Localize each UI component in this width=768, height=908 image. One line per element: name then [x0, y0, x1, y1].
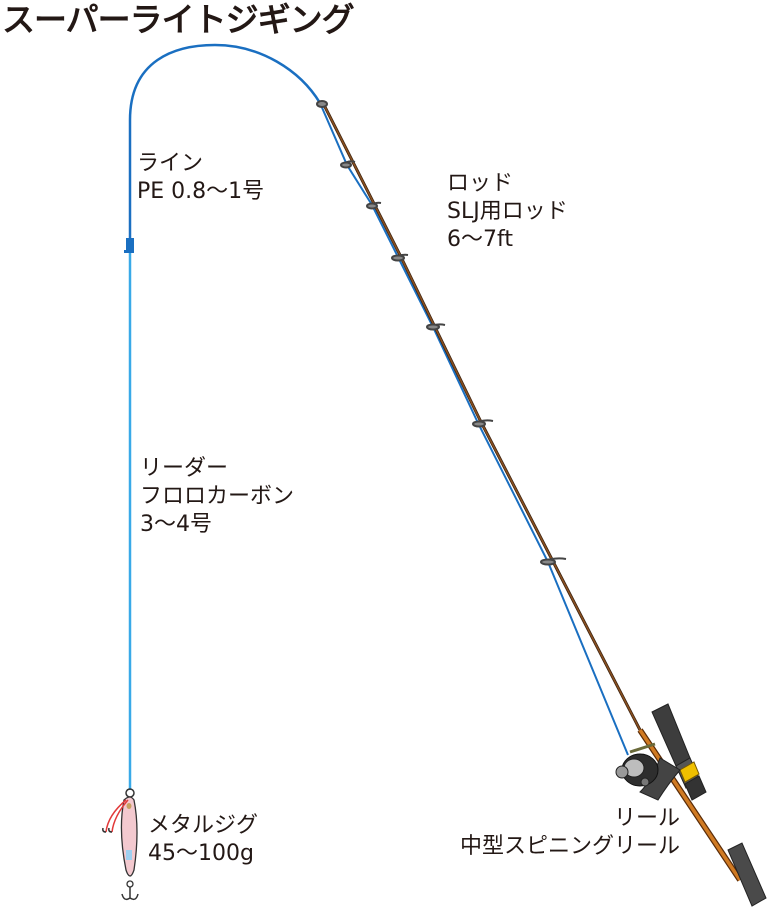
rod-length: 6〜7ft [447, 227, 513, 252]
rod-spec: SLJ用ロッド [447, 199, 568, 224]
line-spec: PE 0.8〜1号 [137, 179, 265, 204]
rod-grip-rear [727, 842, 767, 907]
leader-size: 3〜4号 [140, 512, 212, 537]
knot-icon [126, 238, 134, 252]
rod-guides [316, 100, 567, 566]
treble-hook [121, 887, 139, 901]
rod-label: ロッド SLJ用ロッド 6〜7ft [447, 170, 568, 254]
spinning-reel-icon [615, 742, 681, 801]
line-name: ライン [137, 151, 204, 176]
reel-label: リール 中型スピニングリール [460, 805, 680, 861]
leader-label: リーダー フロロカーボン 3〜4号 [140, 455, 294, 539]
jig-label: メタルジグ 45〜100g [148, 812, 258, 868]
leader-spec: フロロカーボン [140, 484, 295, 509]
leader-name: リーダー [140, 456, 229, 481]
reel-name: リール [613, 806, 680, 831]
metal-jig-icon [102, 788, 139, 901]
rod-name: ロッド [447, 171, 514, 196]
main-line-along-rod [319, 102, 629, 756]
main-line [128, 43, 322, 245]
reel-seat-band [679, 761, 700, 783]
line-label: ライン PE 0.8〜1号 [137, 150, 264, 206]
assist-hook [105, 799, 127, 833]
jig-weight: 45〜100g [148, 841, 254, 866]
reel-spec: 中型スピニングリール [459, 834, 680, 859]
rod-grip-upper [651, 703, 707, 801]
jig-name: メタルジグ [148, 813, 259, 838]
diagram-title: スーパーライトジギング [2, 0, 355, 39]
